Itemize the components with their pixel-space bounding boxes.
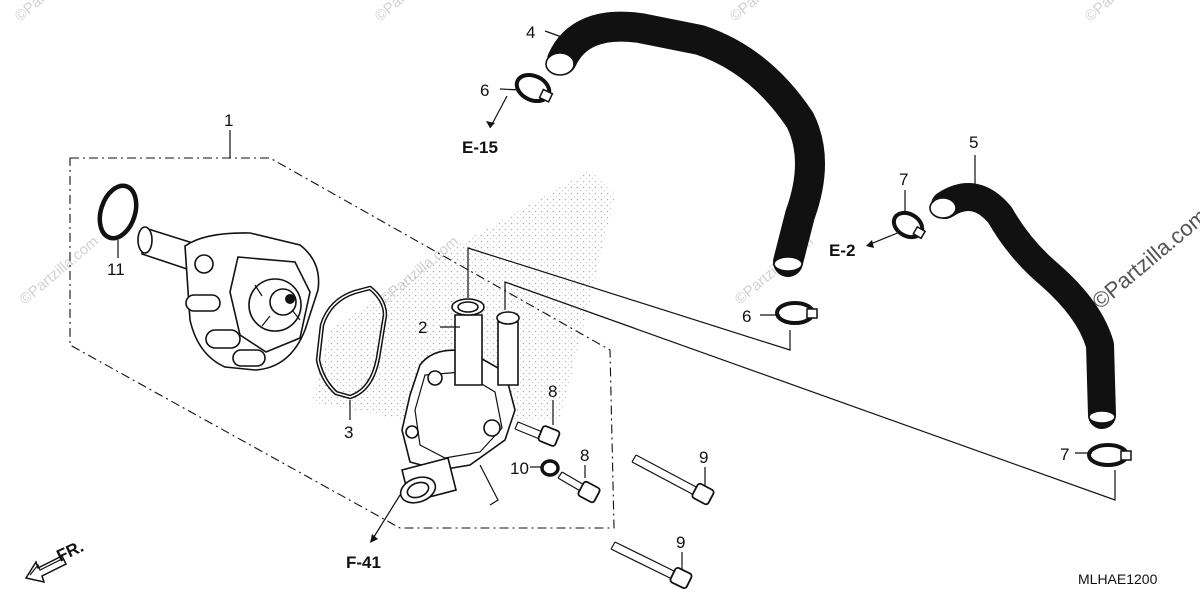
callout-7-bottom: 7 [1060, 445, 1069, 464]
stipple-shading [312, 170, 615, 425]
bolt-8-lower [557, 471, 601, 504]
watermark-text: ©Partzilla.com [12, 0, 97, 25]
callout-6-mid: 6 [742, 307, 751, 326]
callout-1: 1 [224, 111, 233, 130]
water-pump [137, 226, 320, 371]
water-hose-a [545, 11, 825, 277]
callout-4: 4 [526, 23, 535, 42]
hose-clamp-7-top [891, 210, 927, 240]
callout-labels: 1 2 3 4 5 6 6 7 7 8 8 9 9 10 11 [107, 23, 1069, 552]
bolt-9-upper [631, 454, 715, 506]
callout-2: 2 [418, 318, 427, 337]
callout-9-upper: 9 [699, 448, 708, 467]
watermark-text: ©Partzilla.com [372, 0, 457, 25]
watermark-text: ©Partzilla.com [727, 0, 812, 25]
gasket [315, 285, 388, 400]
reference-labels: E-15 E-2 F-41 [346, 138, 855, 572]
bolt-8-upper [514, 421, 561, 447]
watermark-text: ©Partzilla.com [1082, 0, 1167, 25]
front-direction-indicator: FR. [24, 537, 87, 584]
hose-clamp-7-bottom [1087, 443, 1132, 467]
leader-lines [117, 30, 1116, 570]
callout-8-lower: 8 [580, 446, 589, 465]
o-ring [97, 183, 139, 241]
callout-7-top: 7 [899, 170, 908, 189]
callout-11: 11 [107, 260, 125, 279]
watermark-side: ©Partzilla.com [1087, 203, 1200, 314]
callout-10: 10 [510, 459, 529, 478]
diagram-code: MLHAE1200 [1078, 571, 1158, 587]
pump-cover [399, 298, 520, 504]
callout-8-upper: 8 [548, 382, 557, 401]
watermark-text: ©Partzilla.com [17, 233, 102, 308]
bolt-9-lower [610, 541, 693, 590]
callout-6-top: 6 [480, 81, 489, 100]
water-hose-b [929, 183, 1116, 429]
callout-3: 3 [344, 423, 353, 442]
ref-f41: F-41 [346, 553, 381, 572]
hose-clamp-6-mid [775, 301, 818, 325]
callout-5: 5 [969, 133, 978, 152]
ref-e15: E-15 [462, 138, 498, 157]
callout-9-lower: 9 [676, 533, 685, 552]
hose-clamp-6-top [514, 72, 554, 104]
assembly-outline [69, 157, 615, 529]
washer-10 [540, 459, 560, 477]
ref-e2: E-2 [829, 241, 855, 260]
